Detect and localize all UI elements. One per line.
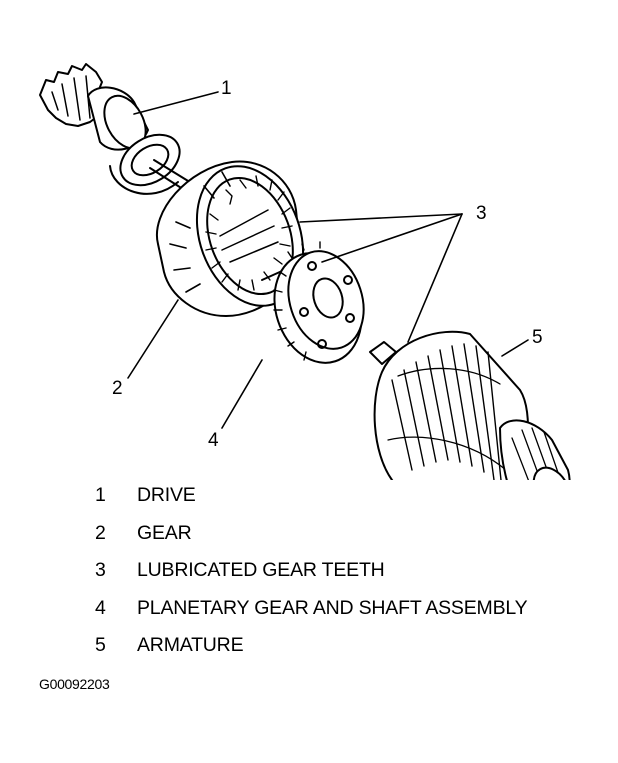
legend-label: ARMATURE (137, 634, 244, 656)
legend-number: 5 (95, 634, 106, 656)
planetary-gear-assembly (261, 241, 365, 364)
ring-gear-housing (155, 160, 305, 317)
armature (369, 330, 572, 480)
exploded-view-diagram: 1 2 3 4 5 (39, 63, 572, 480)
legend-label: PLANETARY GEAR AND SHAFT ASSEMBLY (137, 596, 528, 619)
legend-item: 3 LUBRICATED GEAR TEETH (95, 559, 605, 597)
legend-label: DRIVE (137, 484, 196, 506)
legend-number: 3 (95, 559, 106, 581)
callout-3: 3 (476, 203, 487, 224)
callout-5: 5 (532, 327, 543, 348)
legend-item: 4 PLANETARY GEAR AND SHAFT ASSEMBLY (95, 597, 605, 635)
drive-assembly (39, 63, 207, 201)
callout-1: 1 (221, 78, 232, 99)
leader-lines (127, 91, 529, 429)
legend-number: 4 (95, 596, 106, 619)
figure-id: G00092203 (39, 676, 110, 692)
parts-legend: 1 DRIVE 2 GEAR 3 LUBRICATED GEAR TEETH 4… (95, 484, 605, 672)
legend-label: GEAR (137, 521, 192, 544)
callout-4: 4 (208, 430, 219, 451)
legend-item: 2 GEAR (95, 522, 605, 560)
legend-number: 2 (95, 521, 106, 544)
callout-2: 2 (112, 378, 123, 399)
legend-item: 5 ARMATURE (95, 634, 605, 672)
legend-label: LUBRICATED GEAR TEETH (137, 559, 385, 581)
legend-item: 1 DRIVE (95, 484, 605, 522)
legend-number: 1 (95, 484, 106, 506)
